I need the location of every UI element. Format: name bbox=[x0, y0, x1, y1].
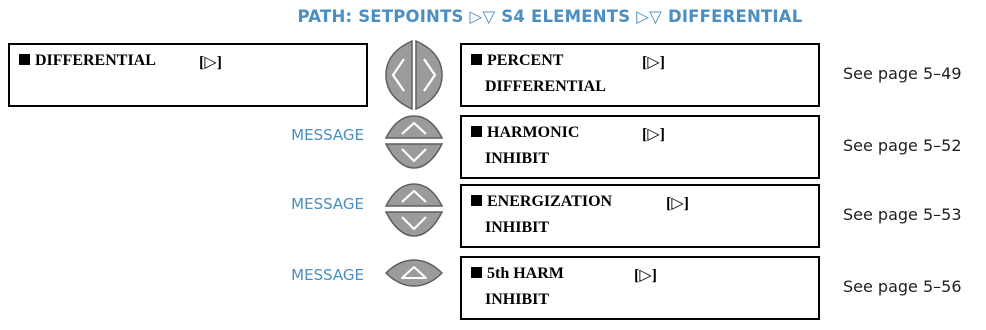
5th-harm-line2: INHIBIT bbox=[485, 291, 550, 308]
energization-line1: ENERGIZATION bbox=[471, 193, 612, 211]
energization-line2: INHIBIT bbox=[485, 219, 550, 236]
menu-marker-icon bbox=[471, 126, 482, 137]
up-key-icon[interactable] bbox=[384, 115, 444, 139]
percent-line1: PERCENT bbox=[471, 52, 563, 70]
path-title: PATH: SETPOINTS ▷▽ S4 ELEMENTS ▷▽ DIFFER… bbox=[297, 7, 803, 26]
differential-label: DIFFERENTIAL bbox=[35, 52, 156, 69]
up-down-keys-energization[interactable] bbox=[382, 180, 446, 240]
harmonic-label: HARMONIC bbox=[487, 124, 580, 141]
message-label-harmonic: MESSAGE bbox=[291, 126, 364, 144]
down-key-icon[interactable] bbox=[384, 211, 444, 237]
harmonic-line1: HARMONIC bbox=[471, 124, 579, 142]
message-label-5th-harm: MESSAGE bbox=[291, 266, 364, 284]
menu-marker-icon bbox=[471, 195, 482, 206]
differential-label-line: DIFFERENTIAL bbox=[19, 52, 156, 70]
page-ref-harmonic: See page 5–52 bbox=[843, 136, 962, 155]
up-key-5th-harm[interactable] bbox=[382, 257, 446, 289]
5th-harm-line1: 5th HARM bbox=[471, 265, 564, 283]
up-key-icon[interactable] bbox=[384, 259, 444, 287]
left-key-icon[interactable] bbox=[385, 39, 413, 111]
harmonic-inhibit-box: HARMONIC [▷] INHIBIT bbox=[460, 115, 820, 179]
energization-indicator: [▷] bbox=[666, 195, 689, 212]
menu-marker-icon bbox=[471, 54, 482, 65]
5th-harm-indicator: [▷] bbox=[634, 267, 657, 284]
page-ref-energization: See page 5–53 bbox=[843, 205, 962, 224]
percent-indicator: [▷] bbox=[642, 54, 665, 71]
left-right-keys[interactable] bbox=[380, 39, 448, 111]
harmonic-indicator: [▷] bbox=[642, 126, 665, 143]
percent-line2: DIFFERENTIAL bbox=[485, 78, 606, 95]
right-key-icon[interactable] bbox=[415, 39, 443, 111]
5th-harm-inhibit-box: 5th HARM [▷] INHIBIT bbox=[460, 256, 820, 320]
up-down-keys-harmonic[interactable] bbox=[382, 112, 446, 172]
page-ref-percent: See page 5–49 bbox=[843, 64, 962, 83]
page-ref-5th-harm: See page 5–56 bbox=[843, 277, 962, 296]
harmonic-line2: INHIBIT bbox=[485, 150, 550, 167]
menu-marker-icon bbox=[19, 54, 30, 65]
up-key-icon[interactable] bbox=[384, 183, 444, 207]
menu-marker-icon bbox=[471, 267, 482, 278]
differential-indicator: [▷] bbox=[199, 54, 222, 71]
message-label-energization: MESSAGE bbox=[291, 195, 364, 213]
energization-inhibit-box: ENERGIZATION [▷] INHIBIT bbox=[460, 184, 820, 248]
differential-menu-box: DIFFERENTIAL [▷] bbox=[8, 43, 368, 107]
down-key-icon[interactable] bbox=[384, 143, 444, 169]
percent-differential-box: PERCENT [▷] DIFFERENTIAL bbox=[460, 43, 820, 107]
energization-label: ENERGIZATION bbox=[487, 193, 613, 210]
5th-harm-label: 5th HARM bbox=[487, 265, 564, 282]
percent-label: PERCENT bbox=[487, 52, 564, 69]
